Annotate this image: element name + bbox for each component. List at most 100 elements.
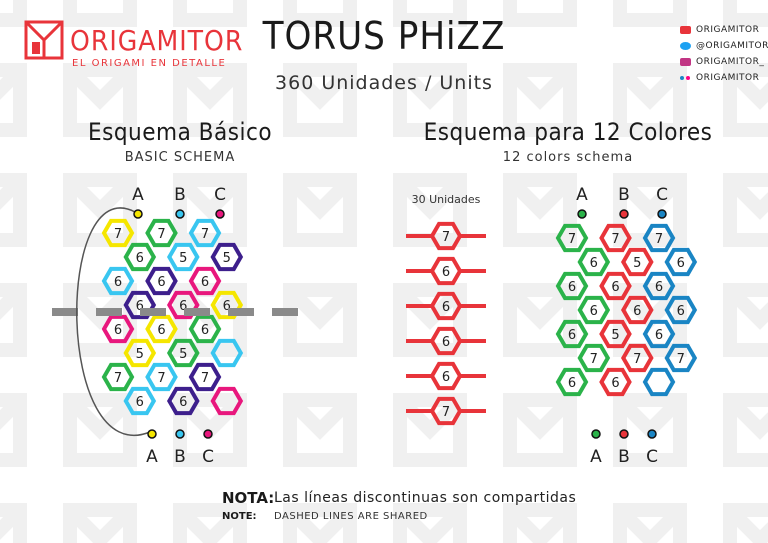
twelve-hex-number: 7	[611, 232, 619, 247]
twelve-hex-number: 7	[677, 352, 685, 367]
bg-shape	[0, 173, 27, 247]
basic-hex	[145, 266, 178, 296]
basic-bottom-marker	[175, 429, 185, 439]
twitter-icon	[680, 42, 691, 50]
bg-shape	[613, 0, 687, 27]
basic-top-marker	[215, 209, 225, 219]
twelve-hex	[555, 367, 589, 397]
connection-arc	[76, 207, 151, 436]
bg-shape	[0, 0, 27, 27]
social-youtube[interactable]: ORIGAMITOR	[680, 25, 759, 35]
basic-hex	[210, 386, 244, 416]
twelve-bottom-label: B	[618, 447, 630, 467]
basic-hex-number: 6	[114, 275, 122, 290]
basic-hex	[166, 386, 200, 416]
bg-shape	[283, 393, 357, 467]
bg-shape	[173, 503, 247, 543]
bg-shape	[393, 0, 467, 27]
twelve-hex-number: 6	[568, 328, 576, 343]
basic-top-label: A	[132, 185, 144, 205]
twelve-schema-title: Esquema para 12 Colores	[423, 118, 713, 146]
twelve-hex-number: 6	[611, 376, 619, 391]
twelve-top-label: B	[618, 185, 630, 205]
note-text-en: DASHED LINES ARE SHARED	[274, 511, 428, 522]
instagram-icon	[680, 58, 691, 66]
bg-shape	[283, 173, 357, 247]
social-twitter[interactable]: @ORIGAMITOR	[680, 41, 768, 51]
twelve-bottom-marker	[619, 429, 629, 439]
twelve-bottom-label: A	[590, 447, 602, 467]
bg-shape	[613, 173, 687, 247]
bg-shape	[613, 63, 687, 137]
bg-shape	[63, 503, 137, 543]
twelve-hex-number: 6	[568, 376, 576, 391]
twelve-hex	[620, 247, 654, 277]
bg-shape	[63, 393, 137, 467]
page-subtitle: 360 Unidades / Units	[275, 72, 493, 94]
column-hex-number: 6	[442, 370, 450, 385]
basic-bottom-label: C	[202, 447, 214, 467]
basic-hex	[166, 242, 200, 272]
bg-shape	[283, 503, 357, 543]
bg-shape	[283, 63, 357, 137]
page-title: TORUS PHiZZ	[262, 14, 506, 58]
twelve-hex	[620, 343, 654, 373]
twelve-bottom-marker	[591, 429, 601, 439]
note-label: NOTA:	[222, 489, 275, 507]
twelve-hex	[555, 223, 589, 253]
social-flickr[interactable]: ORIGAMITOR	[680, 73, 759, 83]
basic-hex	[101, 314, 135, 344]
bg-shape	[723, 173, 768, 247]
social-instagram[interactable]: ORIGAMITOR_	[680, 57, 764, 67]
basic-bottom-label: A	[146, 447, 158, 467]
bg-shape	[723, 283, 768, 357]
bg-shape	[503, 393, 577, 467]
basic-hex	[210, 338, 244, 368]
twelve-hex	[642, 319, 676, 349]
twelve-hex	[642, 367, 676, 397]
basic-hex	[123, 338, 157, 368]
basic-hex	[166, 338, 200, 368]
basic-top-marker	[175, 209, 185, 219]
twelve-hex	[577, 295, 611, 325]
bg-shape	[393, 283, 467, 357]
twelve-hex	[664, 295, 698, 325]
basic-schema-subtitle: BASIC SCHEMA	[124, 150, 236, 165]
basic-hex-number: 5	[179, 251, 187, 266]
basic-hex-number: 6	[223, 299, 231, 314]
basic-hex-number: 7	[114, 371, 122, 386]
twelve-hex-number: 5	[611, 328, 619, 343]
twelve-hex	[555, 271, 589, 301]
basic-hex-number: 6	[201, 323, 209, 338]
bg-shape	[723, 63, 768, 137]
twelve-hex	[664, 247, 698, 277]
bg-shape	[393, 173, 467, 247]
basic-hex-number: 5	[223, 251, 231, 266]
basic-hex-number: 6	[201, 275, 209, 290]
basic-hex	[145, 314, 178, 344]
bg-shape	[503, 0, 577, 27]
basic-hex	[210, 290, 244, 320]
basic-hex-number: 5	[179, 347, 187, 362]
bg-shape	[0, 63, 27, 137]
basic-hex	[188, 314, 222, 344]
basic-hex	[145, 218, 178, 248]
basic-hex	[101, 218, 135, 248]
basic-top-label: B	[174, 185, 186, 205]
basic-hex-number: 6	[114, 323, 122, 338]
basic-hex-number: 6	[179, 299, 187, 314]
bg-shape	[723, 393, 768, 467]
twelve-top-marker	[577, 209, 587, 219]
twelve-hex-number: 6	[677, 256, 685, 271]
basic-hex-number: 6	[136, 251, 144, 266]
basic-hex-number: 7	[157, 227, 165, 242]
column-hex-number: 6	[442, 265, 450, 280]
twelve-hex	[555, 319, 589, 349]
twelve-hex	[577, 343, 611, 373]
twelve-hex-number: 7	[568, 232, 576, 247]
basic-hex-number: 7	[157, 371, 165, 386]
bg-shape	[503, 63, 577, 137]
basic-schema-title: Esquema Básico	[87, 118, 273, 146]
basic-hex	[188, 362, 222, 392]
